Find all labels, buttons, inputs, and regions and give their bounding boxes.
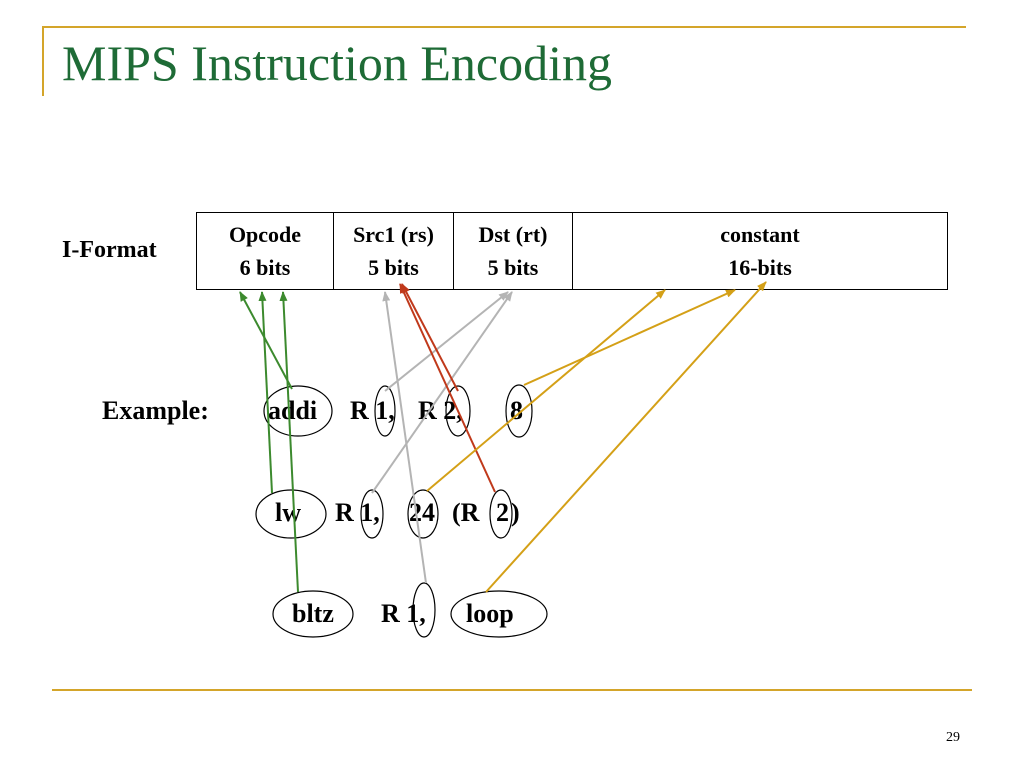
title-frame bbox=[42, 26, 966, 96]
bltz-opcode-arrow bbox=[279, 291, 299, 593]
lw-base-open: (R bbox=[452, 498, 480, 527]
lw-base-ellipse bbox=[489, 489, 513, 539]
addi-r2: R 2, bbox=[418, 396, 463, 425]
bltz-opcode: bltz bbox=[292, 599, 334, 628]
footer-rule bbox=[52, 689, 972, 691]
lw-close-paren: ) bbox=[511, 498, 520, 527]
lw-opcode-arrow bbox=[258, 291, 273, 494]
lw-base-num: 2 bbox=[496, 498, 509, 527]
field-src1-bits: 5 bits bbox=[368, 255, 419, 280]
lw-opcode-ellipse bbox=[255, 489, 327, 539]
addi-r1-to-dst-arrow bbox=[384, 291, 509, 392]
page-number: 29 bbox=[946, 730, 960, 745]
addi-opcode-arrow bbox=[239, 291, 293, 390]
encoding-table: Opcode 6 bits Src1 (rs) 5 bits Dst (rt) … bbox=[196, 212, 948, 290]
field-constant: constant 16-bits bbox=[573, 213, 947, 289]
bltz-r1-to-src-arrow bbox=[382, 291, 427, 584]
bltz-label-ellipse bbox=[450, 590, 548, 638]
bltz-r1-ellipse bbox=[412, 582, 436, 638]
field-constant-name: constant bbox=[720, 222, 800, 247]
lw-r1-ellipse bbox=[360, 489, 384, 539]
field-opcode: Opcode 6 bits bbox=[197, 213, 334, 289]
lw-immediate: 24 bbox=[409, 498, 435, 527]
field-opcode-name: Opcode bbox=[228, 222, 302, 247]
slide-title: MIPS Instruction Encoding bbox=[62, 35, 612, 91]
addi-imm-ellipse bbox=[505, 384, 533, 438]
lw-r1-to-dst-arrow bbox=[371, 291, 513, 494]
field-opcode-bits: 6 bits bbox=[239, 255, 291, 280]
field-constant-bits: 16-bits bbox=[728, 255, 792, 280]
field-src1-name: Src1 (rs) bbox=[353, 222, 434, 247]
lw-opcode: lw bbox=[275, 498, 301, 527]
addi-r1: R 1, bbox=[350, 396, 395, 425]
addi-r1-ellipse bbox=[374, 385, 396, 437]
i-format-label: I-Format bbox=[62, 237, 157, 263]
addi-r2-to-src-arrow bbox=[401, 283, 459, 392]
bltz-label-arrow bbox=[485, 281, 767, 593]
addi-r2-ellipse bbox=[445, 385, 471, 437]
field-src1: Src1 (rs) 5 bits bbox=[334, 213, 454, 289]
lw-base-to-src-arrow bbox=[399, 283, 496, 493]
bltz-opcode-ellipse bbox=[272, 590, 354, 638]
field-dst-name: Dst (rt) bbox=[478, 222, 548, 247]
addi-opcode: addi bbox=[268, 396, 318, 425]
lw-imm-arrow bbox=[426, 289, 666, 492]
addi-imm-arrow bbox=[523, 289, 736, 386]
lw-r1: R 1, bbox=[335, 498, 380, 527]
addi-opcode-ellipse bbox=[263, 385, 333, 437]
bltz-label: loop bbox=[466, 599, 514, 628]
bltz-r1: R 1, bbox=[381, 599, 426, 628]
lw-imm-ellipse bbox=[407, 489, 439, 539]
field-dst: Dst (rt) 5 bits bbox=[454, 213, 573, 289]
example-prefix: Example: bbox=[102, 396, 209, 425]
field-dst-bits: 5 bits bbox=[487, 255, 539, 280]
